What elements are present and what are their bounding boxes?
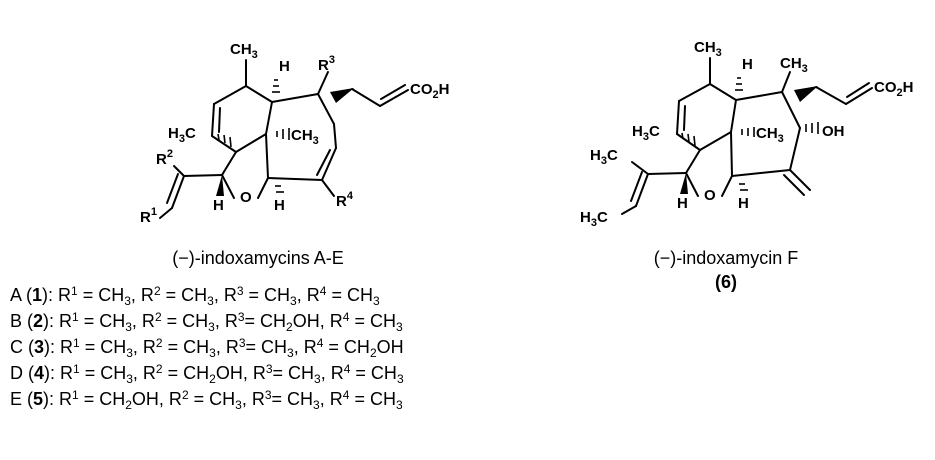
methyl-label: CH3 (756, 125, 784, 145)
oxygen-label: O (704, 187, 716, 204)
methyl-label: H3C (580, 209, 608, 229)
hydrogen-label: H (274, 197, 285, 214)
methyl-label: CH3 (230, 41, 258, 61)
indoxamycin-f-caption: (−)-indoxamycin F (654, 248, 799, 268)
entry-e: E (5): R1 = CH2OH, R2 = CH3, R3= CH3, R4… (10, 388, 403, 412)
r2-label: R2 (156, 148, 173, 168)
hydrogen-label: H (742, 56, 753, 73)
hydrogen-label: H (279, 58, 290, 75)
oxygen-label: O (240, 189, 252, 206)
r4-label: R4 (336, 190, 354, 210)
r1-label: R1 (140, 206, 157, 226)
entry-d: D (4): R1 = CH3, R2 = CH2OH, R3= CH3, R4… (10, 362, 404, 386)
substituent-table: A (1): R1 = CH3, R2 = CH3, R3 = CH3, R4 … (10, 282, 610, 412)
hydroxyl-label: OH (822, 123, 845, 140)
hydrogen-label: H (738, 195, 749, 212)
hydrogen-label: H (677, 195, 688, 212)
entry-a: A (1): R1 = CH3, R2 = CH3, R3 = CH3, R4 … (10, 284, 380, 308)
carboxylic-acid-label: CO2H (410, 81, 449, 101)
indoxamycin-f-structure (621, 57, 873, 215)
methyl-label: H3C (632, 123, 660, 143)
entry-c: C (3): R1 = CH3, R2 = CH3, R3= CH3, R4 =… (10, 336, 404, 360)
indoxamycins-a-e-caption: (−)-indoxamycins A-E (172, 248, 344, 268)
methyl-label: H3C (590, 147, 618, 167)
methyl-label: H3C (168, 125, 196, 145)
methyl-label: CH3 (780, 55, 808, 75)
methyl-label: CH3 (291, 127, 319, 147)
compound-number-6: (6) (715, 272, 737, 292)
hydrogen-label: H (213, 197, 224, 214)
indoxamycin-a-e-structure (159, 59, 409, 219)
methyl-label: CH3 (694, 39, 722, 59)
carboxylic-acid-label: CO2H (874, 79, 913, 99)
r3-label: R3 (318, 54, 335, 74)
entry-b: B (2): R1 = CH3, R2 = CH3, R3= CH2OH, R4… (10, 310, 403, 334)
